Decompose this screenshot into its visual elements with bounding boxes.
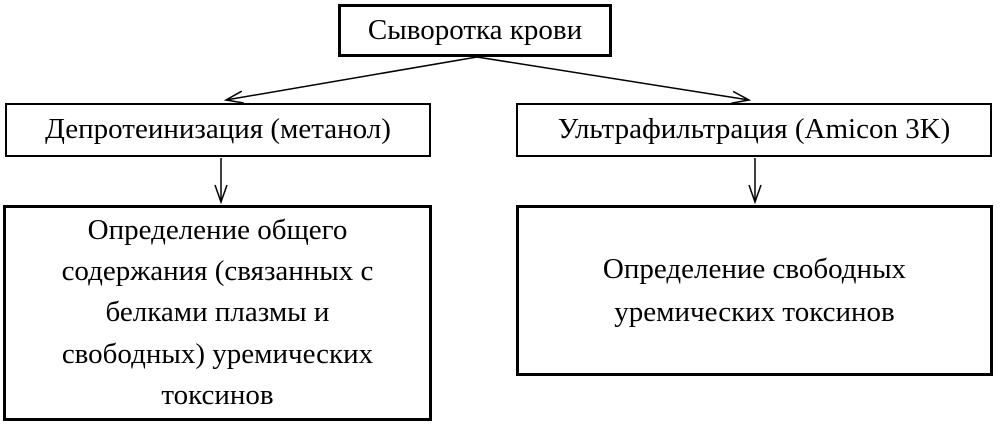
node-total-toxins-label: Определение общего содержания (связанных…: [61, 214, 374, 411]
node-deproteinization: Депротеинизация (метанол): [5, 103, 431, 157]
arrow-serum-to-deproteinization: [223, 56, 478, 104]
node-ultrafiltration: Ультрафильтрация (Amicon 3K): [516, 103, 992, 157]
node-serum: Сыворотка крови: [338, 4, 612, 57]
node-free-toxins: Определение свободных уремических токсин…: [516, 205, 993, 376]
arrow-serum-to-ultrafiltration: [476, 56, 752, 105]
node-ultrafiltration-label: Ультрафильтрация (Amicon 3K): [557, 113, 951, 146]
node-total-toxins: Определение общего содержания (связанных…: [3, 205, 432, 421]
node-free-toxins-label: Определение свободных уремических токсин…: [602, 253, 907, 328]
node-deproteinization-label: Депротеинизация (метанол): [45, 113, 391, 146]
node-serum-label: Сыворотка крови: [367, 13, 583, 46]
